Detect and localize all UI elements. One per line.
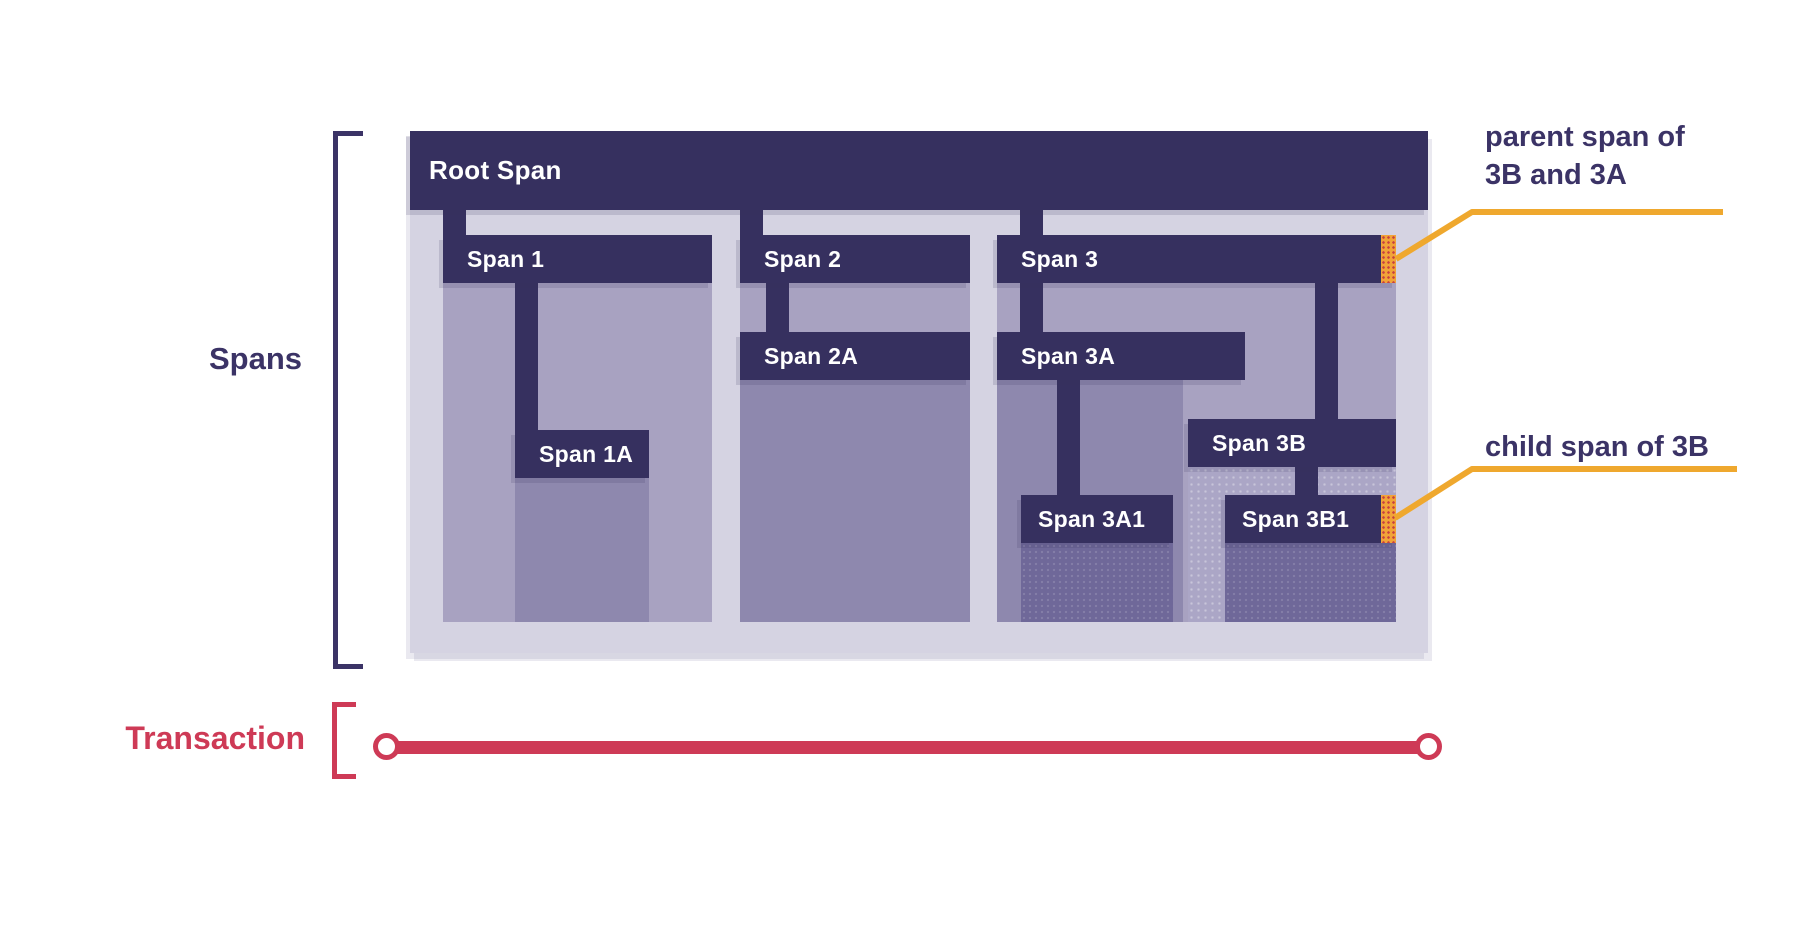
child-span-annotation: child span of 3B	[1485, 428, 1709, 466]
transaction-timeline	[397, 741, 1419, 754]
span-3a1-duration-block	[1021, 543, 1173, 622]
span-3a1-label: Span 3A1	[1038, 505, 1146, 532]
span-2-bar: Span 2	[740, 235, 970, 283]
span-1a-bar: Span 1A	[515, 430, 649, 478]
connector-span3-to-span3b	[1315, 283, 1338, 419]
parent-span-annotation-line1: parent span of	[1485, 121, 1685, 153]
span-3-label: Span 3	[1021, 245, 1099, 272]
span-3-bar: Span 3	[997, 235, 1396, 283]
span-2a-duration-block	[740, 380, 970, 622]
parent-span-marker-icon	[1381, 235, 1396, 283]
parent-span-annotation-line2: 3B and 3A	[1485, 159, 1627, 191]
connector-span1-to-span1a	[515, 283, 538, 430]
connector-span3a-to-span3a1	[1057, 380, 1080, 495]
span-3b1-bar: Span 3B1	[1225, 495, 1396, 543]
span-3b-label: Span 3B	[1212, 429, 1307, 456]
transaction-bracket	[332, 702, 356, 779]
child-span-annotation-text: child span of 3B	[1485, 431, 1709, 463]
spans-bracket	[333, 131, 363, 669]
span-3b1-label: Span 3B1	[1242, 505, 1350, 532]
span-3a-label: Span 3A	[1021, 342, 1116, 369]
span-3a1-bar: Span 3A1	[1021, 495, 1173, 543]
child-span-marker-icon	[1381, 495, 1396, 543]
connector-root-to-span2	[740, 210, 763, 235]
timeline-start-point	[373, 733, 400, 760]
connector-root-to-span3	[1020, 210, 1043, 235]
span-1-bar: Span 1	[443, 235, 712, 283]
span-1a-duration-block	[515, 478, 649, 622]
span-2a-label: Span 2A	[764, 342, 859, 369]
connector-span3b-to-span3b1	[1295, 467, 1318, 495]
connector-span3-to-span3a	[1020, 283, 1043, 332]
parent-annotation-line	[1394, 209, 1723, 262]
child-annotation-line	[1393, 466, 1737, 521]
span-2-label: Span 2	[764, 245, 842, 272]
span-1-label: Span 1	[467, 245, 545, 272]
root-span-label: Root Span	[429, 155, 562, 185]
transaction-label: Transaction	[125, 720, 305, 756]
span-3b-bar: Span 3B	[1188, 419, 1396, 467]
span-2a-bar: Span 2A	[740, 332, 970, 380]
span-3b1-duration-block	[1225, 543, 1396, 622]
span-1a-label: Span 1A	[539, 440, 634, 467]
spans-label: Spans	[208, 341, 302, 376]
trace-panel: Root Span Span 1 Span 2 Span 3 Span 2A S…	[410, 131, 1428, 653]
connector-span2-to-span2a	[766, 283, 789, 332]
connector-root-to-span1	[443, 210, 466, 235]
parent-span-annotation: parent span of 3B and 3A	[1485, 118, 1685, 194]
root-span-bar: Root Span	[410, 131, 1428, 210]
timeline-end-point	[1415, 733, 1442, 760]
span-3a-bar: Span 3A	[997, 332, 1245, 380]
